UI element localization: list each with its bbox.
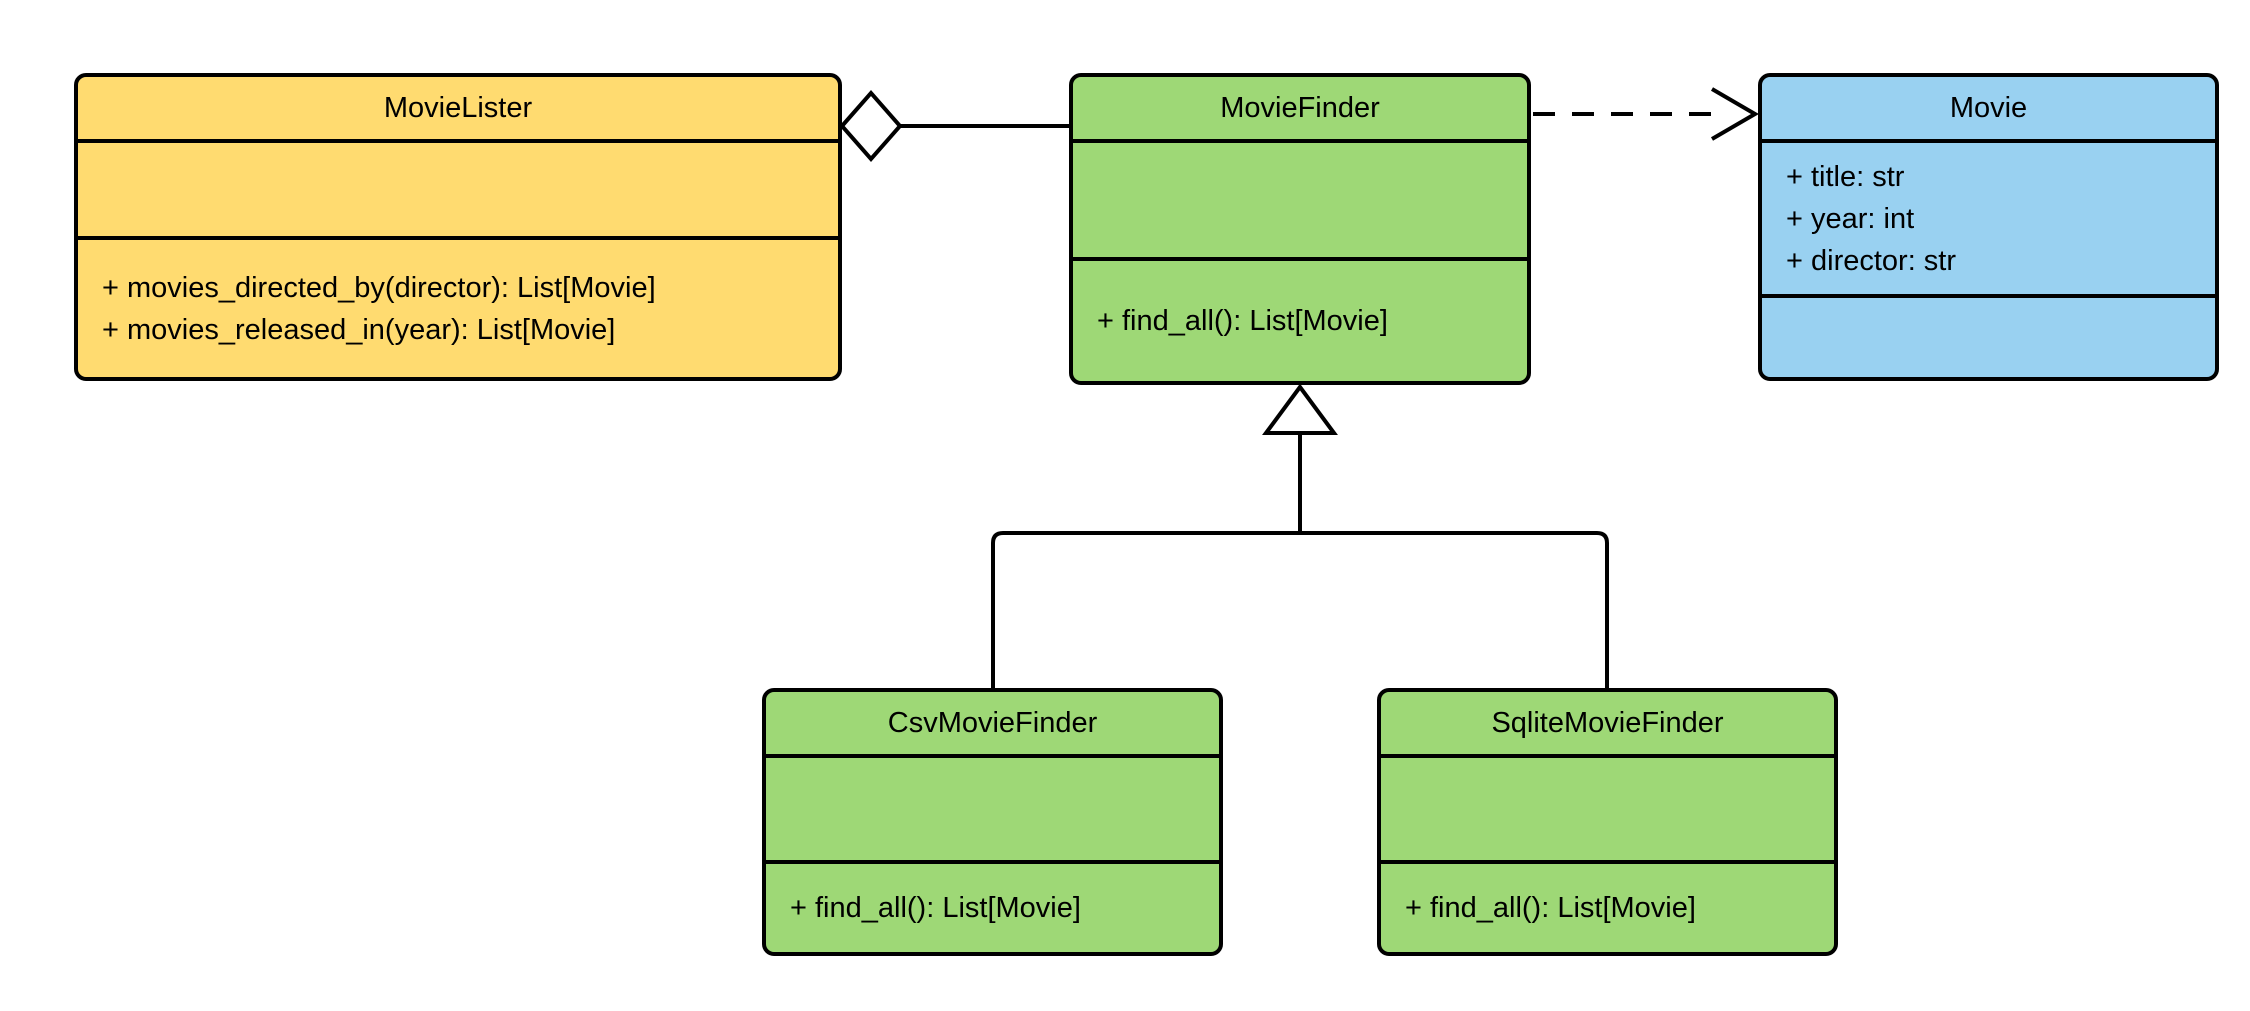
class-node-movielister[interactable]: MovieLister + movies_directed_by(directo…: [74, 73, 842, 381]
attributes-compartment: [78, 143, 838, 240]
methods-compartment: + find_all(): List[Movie]: [766, 864, 1219, 952]
methods-compartment: [1762, 298, 2215, 377]
inheritance-triangle-icon: [1262, 383, 1338, 435]
method-label: + find_all(): List[Movie]: [1405, 892, 1696, 924]
aggregation-edge-movielister-moviefinder[interactable]: [839, 89, 1069, 163]
method-label: + find_all(): List[Movie]: [790, 892, 1081, 924]
attributes-compartment: [1381, 758, 1834, 864]
class-node-moviefinder[interactable]: MovieFinder + find_all(): List[Movie]: [1069, 73, 1531, 385]
method-label: + movies_released_in(year): List[Movie]: [102, 313, 616, 346]
attribute-label: + title: str: [1786, 160, 1905, 193]
class-name-moviefinder: MovieFinder: [1073, 77, 1527, 143]
class-node-csvmoviefinder[interactable]: CsvMovieFinder + find_all(): List[Movie]: [762, 688, 1223, 956]
dependency-open-arrow-icon: [1710, 87, 1759, 141]
methods-compartment: + find_all(): List[Movie]: [1381, 864, 1834, 952]
inheritance-branch-lines: [991, 531, 1609, 688]
attribute-label: + director: str: [1786, 244, 1957, 277]
attribute-label: + year: int: [1786, 202, 1915, 235]
class-name-csvmoviefinder: CsvMovieFinder: [766, 692, 1219, 758]
inheritance-edges-to-moviefinder[interactable]: [991, 383, 1609, 688]
method-label: + movies_directed_by(director): List[Mov…: [102, 271, 656, 304]
methods-compartment: + find_all(): List[Movie]: [1073, 261, 1527, 381]
method-label: + find_all(): List[Movie]: [1097, 305, 1388, 337]
class-node-movie[interactable]: Movie + title: str + year: int + directo…: [1758, 73, 2219, 381]
class-name-sqlitemoviefinder: SqliteMovieFinder: [1381, 692, 1834, 758]
methods-compartment: + movies_directed_by(director): List[Mov…: [78, 240, 838, 377]
class-name-movielister: MovieLister: [78, 77, 838, 143]
class-name-movie: Movie: [1762, 77, 2215, 143]
dependency-edge-moviefinder-movie[interactable]: [1533, 87, 1759, 141]
attributes-compartment: [1073, 143, 1527, 261]
attributes-compartment: [766, 758, 1219, 864]
class-node-sqlitemoviefinder[interactable]: SqliteMovieFinder + find_all(): List[Mov…: [1377, 688, 1838, 956]
aggregation-diamond-icon: [839, 89, 903, 163]
attributes-compartment: + title: str + year: int + director: str: [1762, 143, 2215, 298]
